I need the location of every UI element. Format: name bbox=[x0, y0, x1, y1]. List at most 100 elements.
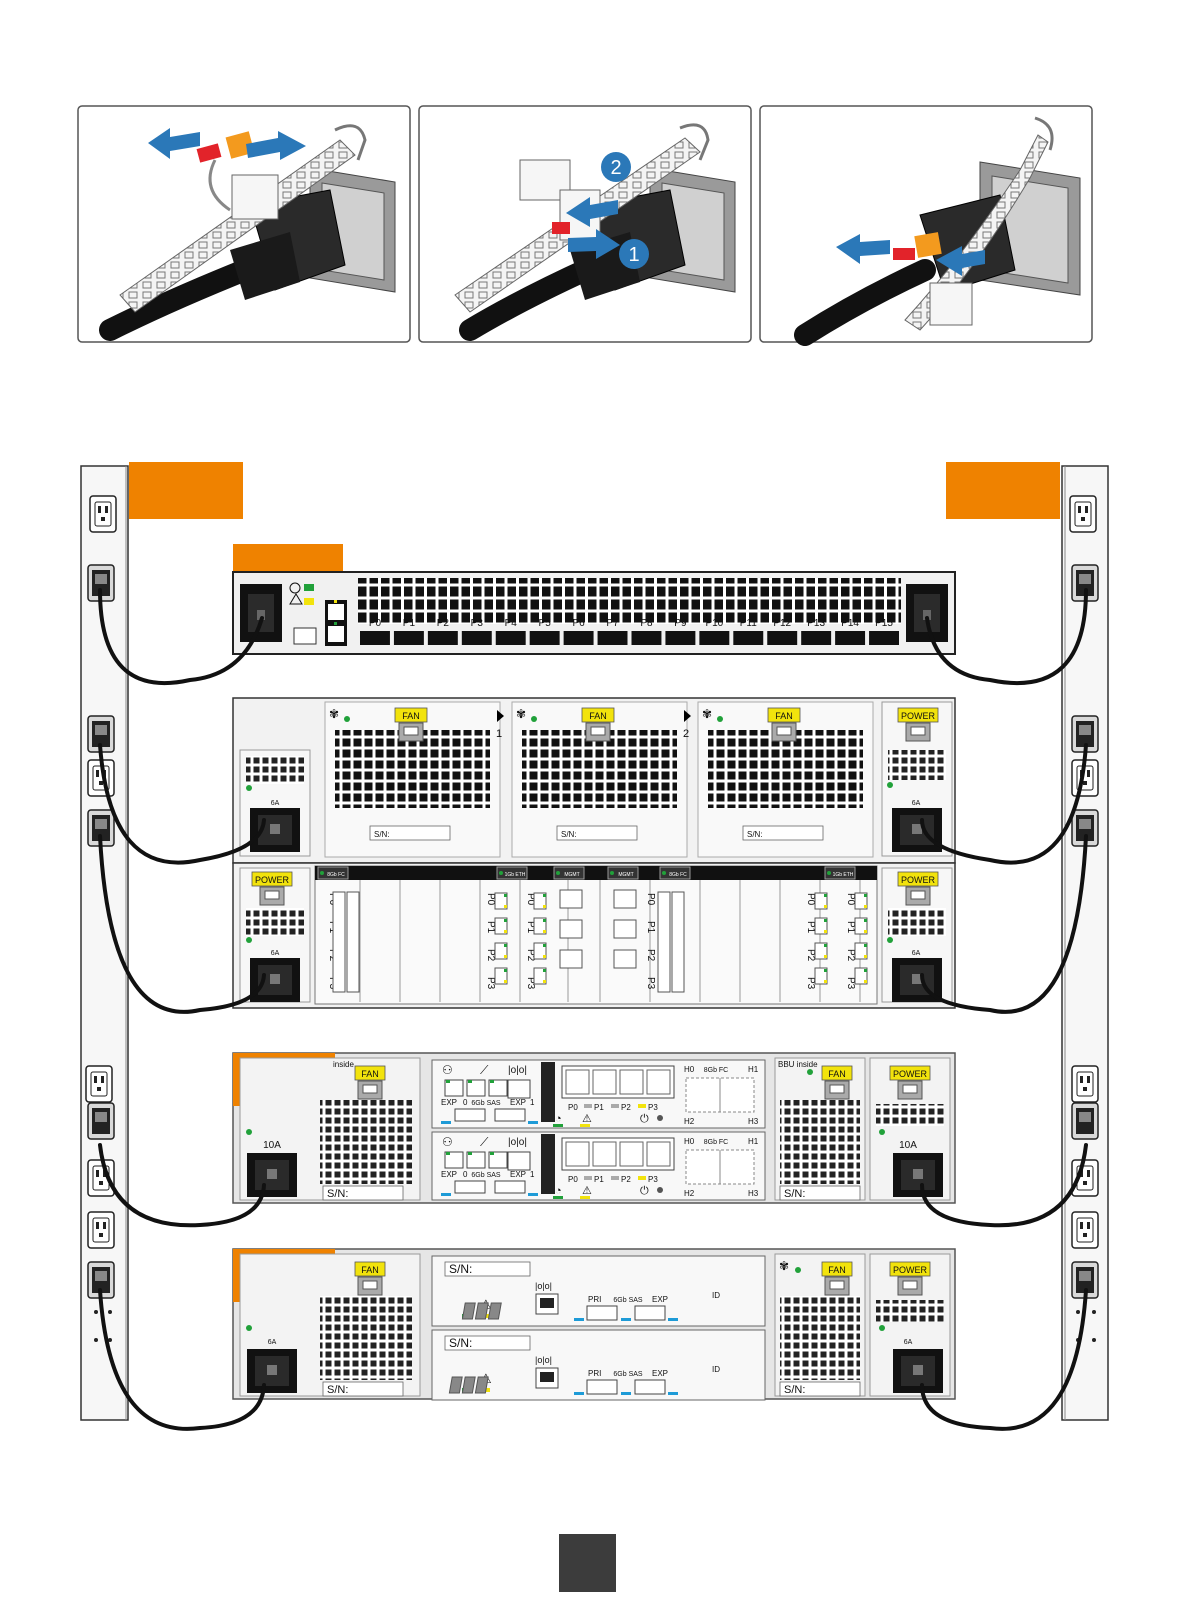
pdu-socket-icon bbox=[89, 495, 117, 533]
switch-port-9 bbox=[665, 631, 696, 645]
psu-led bbox=[887, 937, 893, 943]
exp-index-1: 1 bbox=[530, 1098, 535, 1107]
orange-latch bbox=[914, 232, 942, 258]
sas-port-exp bbox=[634, 1379, 666, 1395]
management-ports bbox=[325, 600, 347, 646]
console-port-inner bbox=[540, 1372, 554, 1382]
power-inlet-storage-left bbox=[247, 1153, 297, 1197]
port-led bbox=[611, 1104, 619, 1108]
page-number-box bbox=[559, 1534, 616, 1592]
switch-port-label-15: P15 bbox=[875, 618, 893, 629]
switch-port-label-10: P10 bbox=[705, 618, 723, 629]
pri-label: PRI bbox=[588, 1369, 601, 1378]
arrow-lower-right-icon bbox=[568, 229, 620, 259]
cable-switch-left bbox=[98, 588, 264, 686]
switch-port-label-3: P3 bbox=[471, 618, 484, 629]
storage-led bbox=[879, 1129, 885, 1135]
port-label-4-1: P1 bbox=[805, 921, 816, 934]
eth-port bbox=[444, 1151, 464, 1169]
eth-led bbox=[490, 1080, 494, 1083]
eth-led bbox=[468, 1152, 472, 1155]
switch-port-label-4: P4 bbox=[505, 618, 518, 629]
sas-label: 6Gb SAS bbox=[613, 1297, 643, 1304]
host-label-h3: H3 bbox=[748, 1117, 759, 1126]
sas-led bbox=[574, 1392, 584, 1395]
eth-led bbox=[504, 944, 507, 947]
host-port-label-p2: P2 bbox=[621, 1103, 631, 1112]
pdu-socket-icon bbox=[1071, 1065, 1099, 1103]
io-tag-led bbox=[499, 871, 503, 875]
eth-led bbox=[864, 905, 867, 908]
power-button-icon: ⏻ bbox=[640, 1113, 649, 1125]
disk-led bbox=[879, 1325, 885, 1331]
fan-tag-1: FAN bbox=[581, 707, 615, 742]
exp-label: EXP bbox=[652, 1295, 668, 1304]
fan-tag-2: FAN bbox=[767, 707, 801, 742]
plugged-socket-icon bbox=[87, 715, 115, 753]
eth-port bbox=[466, 1151, 486, 1169]
step-2-badge: 2 bbox=[601, 152, 631, 182]
switch-port-3 bbox=[461, 631, 492, 645]
exp-index-1: 1 bbox=[530, 1170, 535, 1179]
red-latch bbox=[196, 143, 222, 163]
eth-led bbox=[864, 930, 867, 933]
id-segment bbox=[474, 1376, 489, 1394]
switch-port-11 bbox=[733, 631, 764, 645]
eth-led bbox=[824, 969, 827, 972]
cable-controller-bottom-right bbox=[920, 834, 1088, 1014]
disk-led bbox=[246, 1325, 252, 1331]
power-cables bbox=[98, 588, 1088, 1431]
host-port bbox=[592, 1069, 617, 1095]
eth-led bbox=[543, 919, 546, 922]
switch-port-label-11: P11 bbox=[740, 618, 757, 629]
eth-led bbox=[490, 1152, 494, 1155]
host-label-h1: H1 bbox=[748, 1065, 759, 1074]
id-segment bbox=[474, 1302, 489, 1320]
eth-led bbox=[864, 894, 867, 897]
io-tag-led bbox=[320, 871, 324, 875]
pdu-sockets bbox=[85, 495, 1099, 1342]
fan-icon: ✾ bbox=[329, 707, 339, 721]
eth-led bbox=[446, 1080, 450, 1083]
console-icon: |o|o| bbox=[535, 1355, 552, 1365]
switch-port-label-9: P9 bbox=[674, 618, 687, 629]
network-icon: ⚇ bbox=[442, 1063, 453, 1077]
sas-led bbox=[574, 1318, 584, 1321]
wrench-icon: ⟋ bbox=[480, 1063, 489, 1077]
slot-number-2: 2 bbox=[683, 728, 689, 740]
storage-power-tag-text: POWER bbox=[893, 1069, 928, 1079]
plugged-socket-icon bbox=[1071, 1102, 1099, 1140]
fc-port-stack-1 bbox=[346, 891, 360, 993]
id-segment bbox=[448, 1376, 463, 1394]
eth-led bbox=[446, 1152, 450, 1155]
io-tag-0 bbox=[317, 866, 349, 880]
switch-port-label-1: P1 bbox=[403, 618, 416, 629]
fan-led-1 bbox=[531, 716, 537, 722]
rail-hole bbox=[1076, 1310, 1080, 1314]
controller-handle bbox=[541, 1134, 555, 1194]
rail-hole bbox=[108, 1338, 112, 1342]
pdu-socket-icon bbox=[85, 1065, 113, 1103]
switch-port-label-13: P13 bbox=[807, 618, 825, 629]
sas-label: 6Gb SAS bbox=[471, 1172, 501, 1179]
port-label-3-3: P3 bbox=[645, 977, 656, 990]
eth-led bbox=[824, 944, 827, 947]
fan-led-2 bbox=[717, 716, 723, 722]
eth-port bbox=[488, 1151, 508, 1169]
switch-port-1 bbox=[393, 631, 424, 645]
power-inlet-disk-right bbox=[893, 1349, 943, 1393]
switch-vent-grid bbox=[358, 578, 901, 624]
psu-rating-right-bottom: 6A bbox=[912, 950, 921, 957]
storage-vent-psu bbox=[876, 1104, 944, 1126]
bbu-label-left: inside bbox=[333, 1060, 354, 1069]
console-icon: |o|o| bbox=[508, 1137, 527, 1148]
plugged-socket-icon bbox=[1071, 715, 1099, 753]
io-tag-led bbox=[662, 871, 666, 875]
storage-fan-tag-left: FAN bbox=[354, 1065, 386, 1100]
fan-sn-1-text: S/N: bbox=[561, 830, 577, 839]
host-label-h2: H2 bbox=[684, 1117, 695, 1126]
port-led bbox=[638, 1176, 646, 1180]
sas-led bbox=[621, 1392, 631, 1395]
